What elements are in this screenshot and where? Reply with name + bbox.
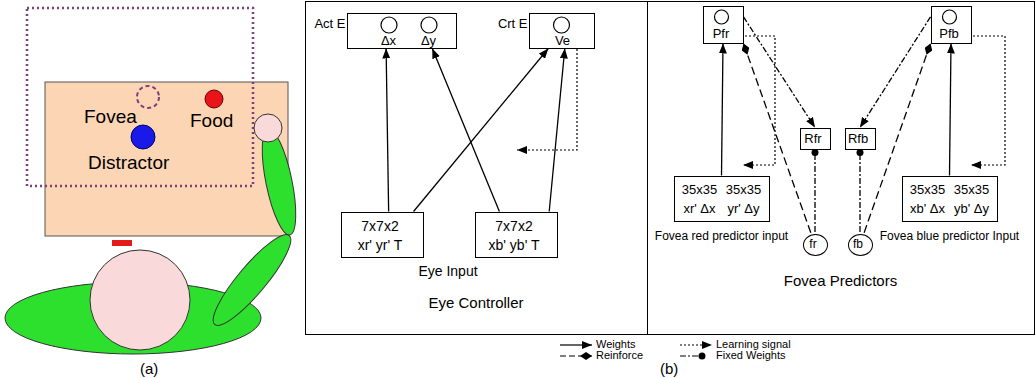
unit-circle	[553, 17, 569, 33]
node-text: 35x35	[906, 182, 950, 198]
node-text: Crt E	[488, 16, 528, 32]
node-text: Eye Controller	[306, 294, 646, 312]
node-text: xb' yb' T	[476, 237, 553, 254]
connector	[859, 150, 860, 233]
connector	[814, 150, 815, 233]
eye-marker	[112, 240, 132, 246]
legend-sample	[560, 344, 592, 345]
input-box: 7x7x2 xr' yr' T	[341, 212, 424, 258]
forearm	[255, 126, 302, 237]
learning-signal-line	[517, 49, 577, 150]
signal-circle: fb	[848, 234, 873, 256]
node-text: Δx	[374, 33, 404, 49]
unit-symbol	[348, 14, 456, 48]
node-text: Δy	[414, 33, 444, 49]
node-text: Pfr	[704, 26, 739, 42]
node-text: Pfb	[932, 26, 967, 42]
output-box: Act EΔxΔy	[347, 13, 457, 49]
node-text: fb	[849, 237, 868, 251]
reward-box: Rfr	[800, 128, 831, 150]
panel-frame: Eye ControllerAct EΔxΔyCrt EVe7x7x2xr' y…	[305, 1, 648, 335]
connector	[432, 49, 499, 212]
node-text: Fovea Predictors	[648, 272, 1033, 290]
signal-circle: fr	[803, 234, 828, 256]
node-text: 35x35	[722, 182, 766, 198]
legend-text: Reinforce	[596, 349, 643, 362]
connector	[950, 44, 952, 176]
group-label: Eye Input	[341, 263, 555, 280]
connector	[414, 49, 549, 212]
part-label: Food	[190, 110, 233, 133]
learning-signal-line	[741, 36, 775, 165]
panel-label: (b)	[660, 360, 678, 378]
input-box: 7x7x2 xb' yb' T	[475, 212, 558, 258]
connector	[549, 49, 565, 212]
node-text: Rfr	[801, 131, 826, 147]
panel-frame: Fovea PredictorsPfrPfbRfrRfbfrfb35x35xr'…	[647, 1, 1035, 335]
node-text: Fovea blue predictor Input	[872, 229, 1028, 243]
input-box: 35x35xr' Δx35x35yr' ΔyFovea red predicto…	[674, 176, 770, 222]
unit-circle	[714, 10, 728, 24]
unit-circle	[381, 17, 397, 33]
unit-circle	[421, 17, 437, 33]
node-text: yb' Δy	[950, 201, 994, 217]
fovea-circle	[137, 86, 159, 108]
node-text: Ve	[548, 33, 578, 49]
upper-arm	[204, 227, 300, 334]
connector	[386, 49, 389, 212]
node-text: yr' Δy	[722, 201, 766, 217]
distractor-dot	[131, 125, 155, 149]
unit-circle	[942, 10, 956, 24]
node-text: 7x7x2	[476, 218, 553, 235]
food-dot	[205, 90, 223, 108]
hand	[254, 114, 282, 142]
node-text: fr	[804, 237, 823, 251]
connector	[722, 44, 724, 176]
learning-signal-line	[969, 36, 1005, 165]
node-text: xb' Δx	[906, 201, 950, 217]
reward-box: Rfb	[845, 128, 876, 150]
node-text: Fovea red predictor input	[644, 229, 800, 243]
legend-sample	[680, 344, 712, 345]
node-text: Act E	[306, 16, 346, 32]
predictor-box: Pfr	[703, 6, 744, 44]
node-text: 35x35	[678, 182, 722, 198]
node-text: Rfb	[846, 131, 871, 147]
panel-label: (a)	[140, 360, 158, 378]
predictor-box: Pfb	[931, 6, 972, 44]
table	[45, 82, 288, 236]
legend-sample	[560, 355, 592, 356]
view-frame	[27, 8, 253, 186]
node-text: 35x35	[950, 182, 994, 198]
part-label: Fovea	[84, 106, 137, 129]
node-text: xr' yr' T	[342, 237, 419, 254]
node-text: 7x7x2	[342, 218, 419, 235]
part-label: Distractor	[88, 152, 169, 175]
node-text: xr' Δx	[678, 201, 722, 217]
legend-text: Fixed Weights	[716, 349, 786, 362]
input-box: 35x35xb' Δx35x35yb' ΔyFovea blue predict…	[902, 176, 998, 222]
head	[90, 250, 190, 350]
legend-sample	[680, 355, 705, 356]
output-box: Crt EVe	[529, 13, 595, 49]
